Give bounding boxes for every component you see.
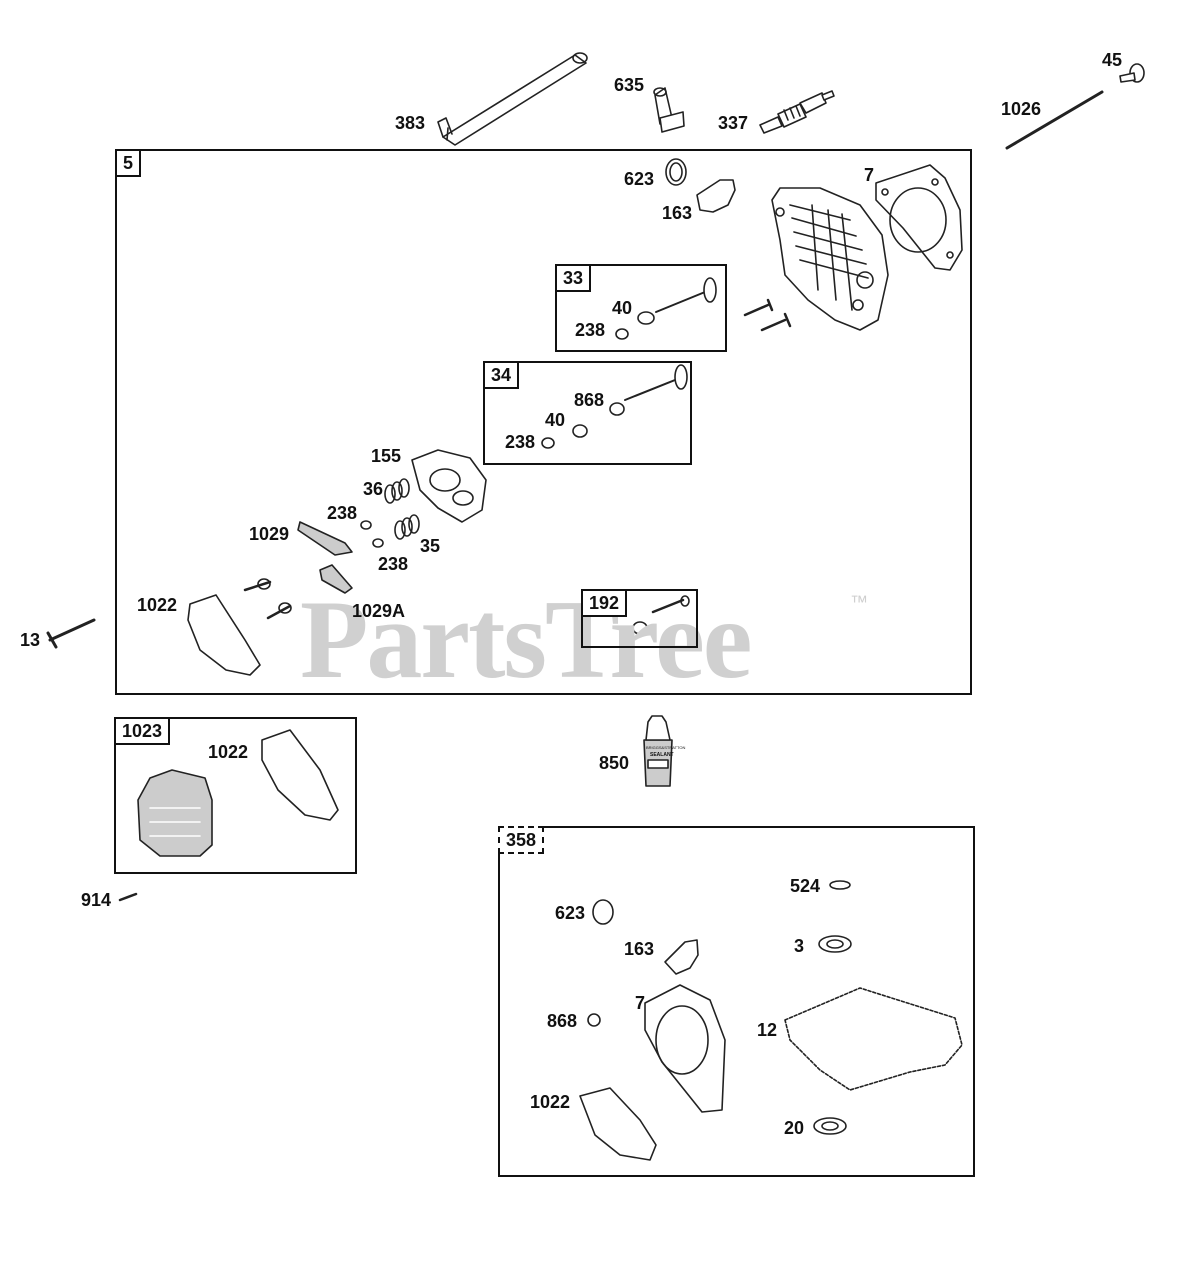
callout-850[interactable]: 850 [599,753,630,773]
spark-plug-wrench-part[interactable] [437,52,588,146]
head-bolt-part[interactable] [743,298,774,317]
bolt-part[interactable] [48,618,96,642]
valve-spring-part[interactable] [384,478,420,540]
gasket-set-small-gasket-part[interactable] [664,939,699,975]
cylinder-head-part[interactable] [771,187,889,331]
callout-40-b[interactable]: 40 [545,410,566,430]
callout-163[interactable]: 163 [662,203,693,223]
trademark-symbol: ™ [850,592,868,612]
callout-155[interactable]: 155 [371,446,402,466]
exhaust-valve-part[interactable] [655,291,706,313]
callout-163-b[interactable]: 163 [624,939,655,959]
rocker-cover-part[interactable] [137,769,213,857]
crankshaft-seal-part[interactable] [813,1117,847,1135]
assembly-box-358: 358 [498,826,975,1177]
callout-623-b[interactable]: 623 [555,903,586,923]
callout-623[interactable]: 623 [624,169,655,189]
callout-1022[interactable]: 1022 [137,595,178,615]
callout-1029[interactable]: 1029 [249,524,290,544]
rocker-cover-base-part[interactable] [411,449,487,523]
assembly-box-33: 33 [555,264,727,352]
callout-7-b[interactable]: 7 [635,993,646,1013]
intake-valve-part[interactable] [624,379,676,401]
callout-3[interactable]: 3 [794,936,805,956]
sump-gasket-part[interactable] [784,987,963,1091]
callout-868-b[interactable]: 868 [547,1011,578,1031]
seal-ring-part[interactable] [829,880,851,890]
breather-part[interactable] [651,598,685,614]
callout-36[interactable]: 36 [363,479,384,499]
callout-238[interactable]: 238 [575,320,606,340]
assembly-tag-5[interactable]: 5 [115,149,142,177]
callout-868[interactable]: 868 [574,390,605,410]
callout-238-d[interactable]: 238 [378,554,409,574]
callout-13[interactable]: 13 [20,630,41,650]
assembly-box-1023: 1023 [114,717,357,874]
assembly-tag-33[interactable]: 33 [555,264,592,292]
callout-35[interactable]: 35 [420,536,441,556]
callout-7[interactable]: 7 [864,165,875,185]
callout-1026[interactable]: 1026 [1001,99,1042,119]
oil-seal-part[interactable] [818,935,852,953]
assembly-tag-1023[interactable]: 1023 [114,717,171,745]
callout-914[interactable]: 914 [81,890,112,910]
rocker-stud-part[interactable] [243,580,272,592]
assembly-box-5: 5 [115,149,972,695]
sealant-tube-part[interactable] [643,715,673,787]
gasket-set-cover-gasket-part[interactable] [579,1087,657,1161]
callout-337[interactable]: 337 [718,113,749,133]
valve-spring-retainer-part[interactable] [637,311,655,325]
sealant-tube-label-line2: SEALANT [650,752,674,758]
cover-gasket-part[interactable] [261,729,339,821]
callout-45[interactable]: 45 [1102,50,1123,70]
rocker-arm-part[interactable] [297,521,353,556]
callout-1022-b[interactable]: 1022 [208,742,249,762]
gasket-set-o-ring-part[interactable] [592,899,614,925]
assembly-box-34: 34 [483,361,692,465]
screw-part[interactable] [118,892,138,902]
callout-524[interactable]: 524 [790,876,821,896]
callout-1022-c[interactable]: 1022 [530,1092,571,1112]
spark-plug-part[interactable] [759,90,835,134]
assembly-tag-358[interactable]: 358 [498,826,545,854]
callout-238-c[interactable]: 238 [327,503,358,523]
cylinder-head-gasket-part[interactable] [875,164,963,271]
assembly-tag-34[interactable]: 34 [483,361,520,389]
callout-238-b[interactable]: 238 [505,432,536,452]
callout-20[interactable]: 20 [784,1118,805,1138]
small-gasket-part[interactable] [696,179,736,213]
assembly-tag-192[interactable]: 192 [581,589,628,617]
spark-plug-boot-part[interactable] [653,87,685,133]
gasket-set-head-gasket-part[interactable] [644,984,726,1113]
callout-12[interactable]: 12 [757,1020,778,1040]
callout-1029a[interactable]: 1029A [352,601,406,621]
callout-40[interactable]: 40 [612,298,633,318]
push-rod-part[interactable] [1005,90,1104,150]
sealant-tube-label-line1: BRIGGS&STRATTON [646,745,686,750]
gasket-set-head-bolt-part[interactable] [587,1013,601,1027]
o-ring-part[interactable] [665,158,687,186]
assembly-box-192: 192 [581,589,698,648]
callout-383[interactable]: 383 [395,113,426,133]
callout-635[interactable]: 635 [614,75,645,95]
rocker-cover-gasket-part[interactable] [187,594,261,676]
watermark: PartsTree [300,578,753,702]
valve-cap-part[interactable] [1119,63,1145,83]
